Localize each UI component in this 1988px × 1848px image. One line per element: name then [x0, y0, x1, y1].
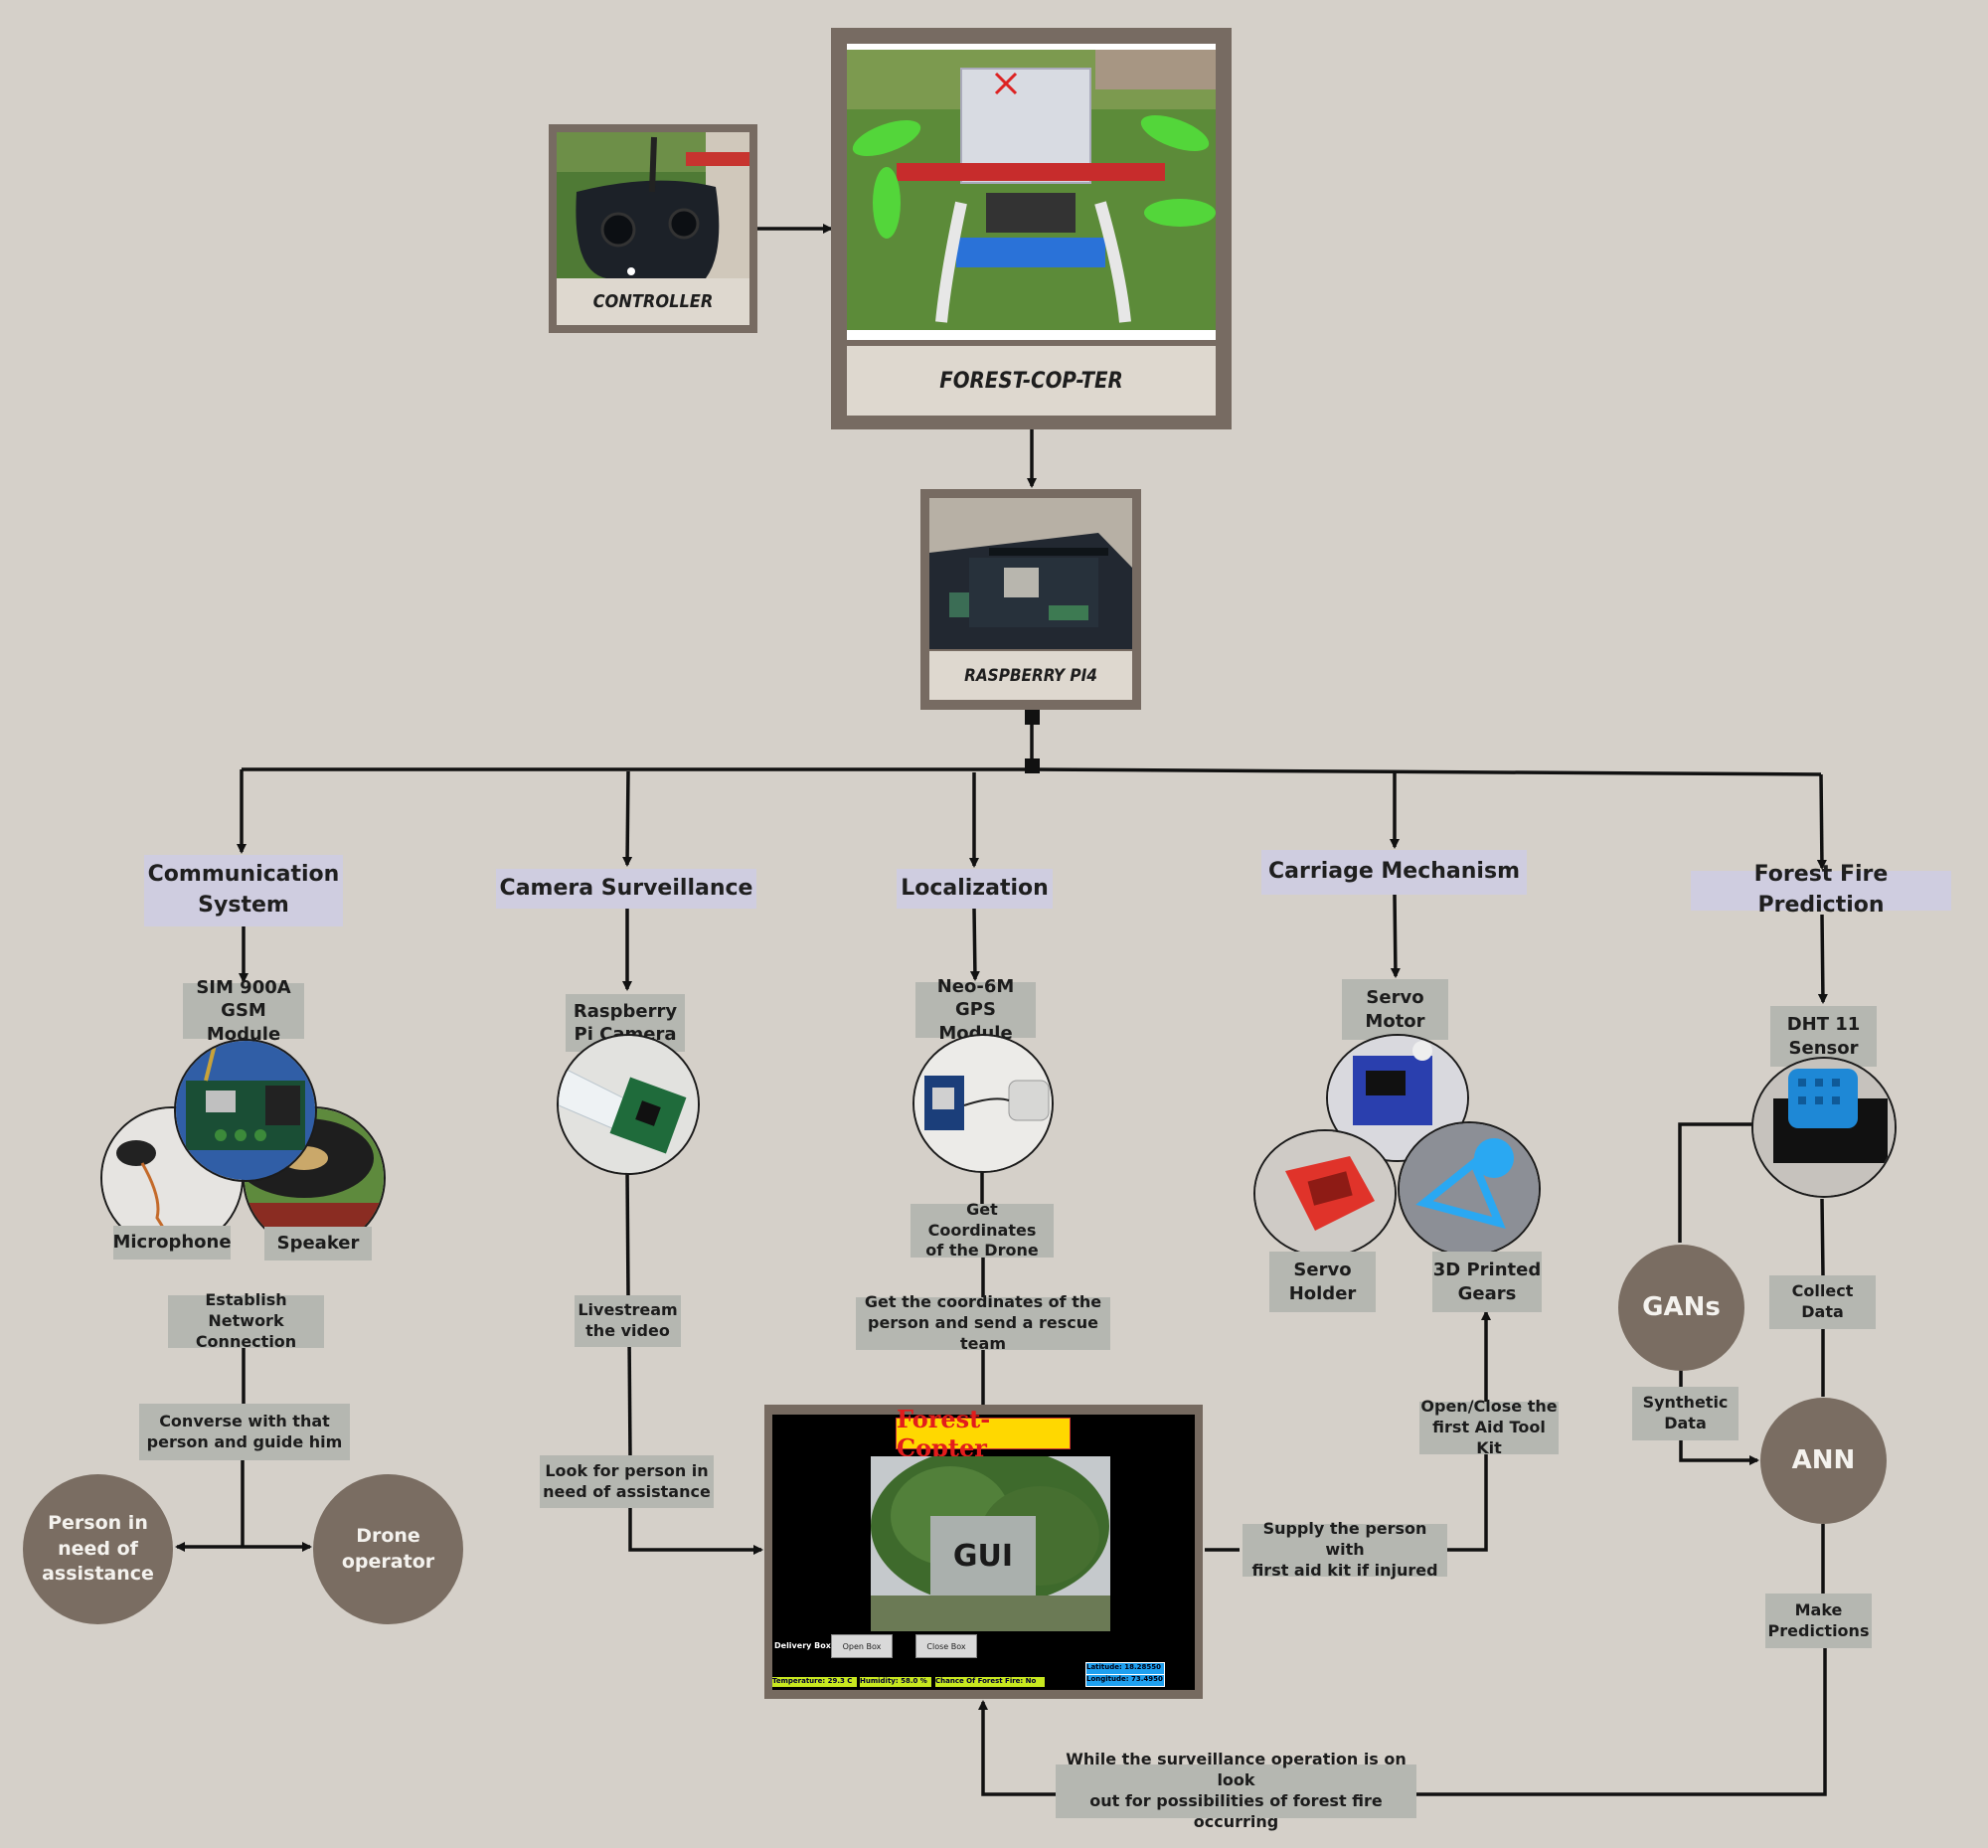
converse-label: Converse with that person and guide him — [139, 1404, 350, 1460]
longitude-readout: Longitude: 73.4950 — [1085, 1674, 1165, 1687]
controller-photo — [557, 132, 749, 278]
ann-circle: ANN — [1760, 1398, 1887, 1524]
microphone-label: Microphone — [112, 1226, 232, 1260]
speaker-label: Speaker — [264, 1227, 372, 1260]
drone-card: FOREST-COP-TER — [831, 28, 1232, 429]
establish-network-label: Establish Network Connection — [168, 1290, 324, 1351]
3d-printed-gears-label: 3D Printed Gears — [1432, 1252, 1542, 1312]
gui-screen: Forest-Copter GUI Delivery Box: Open Box… — [772, 1405, 1195, 1690]
drone-operator-circle: Drone operator — [313, 1474, 463, 1624]
gui-title: Forest-Copter — [896, 1405, 1071, 1462]
sim900a-photo — [174, 1039, 317, 1182]
raspberry-card: RASPBERRY PI4 — [920, 489, 1141, 710]
camera-icon — [559, 1036, 698, 1173]
gans-circle: GANs — [1618, 1245, 1744, 1371]
servo-holder-photo — [1253, 1129, 1397, 1258]
person-in-need-circle: Person in need of assistance — [23, 1474, 173, 1624]
raspberry-pi-icon — [929, 498, 1132, 649]
close-box-button[interactable]: Close Box — [915, 1634, 977, 1658]
surveillance-note-label: While the surveillance operation is on l… — [1056, 1750, 1416, 1831]
sim900a-label: SIM 900A GSM Module — [183, 977, 304, 1045]
junction-top — [1025, 710, 1040, 725]
raspberry-caption: RASPBERRY PI4 — [929, 651, 1132, 700]
synthetic-data-label: Synthetic Data — [1632, 1387, 1739, 1440]
module-localization: Localization — [897, 869, 1053, 909]
gps-module-photo — [912, 1034, 1054, 1173]
controller-caption: CONTROLLER — [557, 278, 749, 325]
pi-camera-photo — [557, 1034, 700, 1175]
gui-window: Forest-Copter GUI Delivery Box: Open Box… — [764, 1405, 1203, 1699]
module-carriage-mechanism: Carriage Mechanism — [1261, 850, 1527, 895]
drone-icon — [847, 50, 1216, 340]
controller-icon — [557, 132, 749, 278]
servo-holder-icon — [1255, 1131, 1395, 1256]
drone-photo — [847, 44, 1216, 340]
temperature-readout: Temperature: 29.3 C — [772, 1677, 857, 1687]
fire-chance-readout: Chance Of Forest Fire: No — [935, 1677, 1045, 1687]
gps-module-label: Neo-6M GPS Module — [915, 976, 1036, 1044]
gui-label: GUI — [930, 1516, 1036, 1596]
get-coordinates-label: Get Coordinates of the Drone — [911, 1200, 1054, 1260]
make-predictions-label: Make Predictions — [1765, 1594, 1872, 1648]
collect-data-label: Collect Data — [1769, 1275, 1876, 1329]
module-communication-system: Communication System — [144, 855, 343, 926]
module-forest-fire-prediction: Forest Fire Prediction — [1691, 862, 1951, 918]
controller-card: CONTROLLER — [549, 124, 757, 333]
servo-motor-label: Servo Motor — [1342, 979, 1448, 1040]
supply-first-aid-label: Supply the person with first aid kit if … — [1242, 1519, 1447, 1580]
drone-caption: FOREST-COP-TER — [847, 346, 1216, 416]
look-for-person-label: Look for person in need of assistance — [540, 1455, 714, 1508]
module-camera-surveillance: Camera Surveillance — [496, 869, 756, 909]
gears-icon — [1400, 1123, 1539, 1255]
dht11-sensor-label: DHT 11 Sensor — [1770, 1006, 1877, 1067]
gps-icon — [914, 1036, 1052, 1171]
gsm-module-icon — [176, 1041, 315, 1180]
open-box-button[interactable]: Open Box — [831, 1634, 893, 1658]
junction-bus — [1025, 758, 1040, 773]
servo-holder-label: Servo Holder — [1269, 1252, 1376, 1312]
livestream-label: Livestream the video — [575, 1295, 681, 1347]
delivery-box-label: Delivery Box: — [774, 1641, 835, 1650]
sensor-icon — [1753, 1059, 1895, 1196]
open-close-kit-label: Open/Close the first Aid Tool Kit — [1419, 1397, 1559, 1457]
humidity-readout: Humidity: 58.0 % — [860, 1677, 931, 1687]
raspberry-photo — [929, 498, 1132, 649]
send-rescue-team-label: Get the coordinates of the person and se… — [856, 1292, 1110, 1353]
dht11-sensor-photo — [1751, 1057, 1897, 1198]
3d-printed-gears-photo — [1398, 1121, 1541, 1257]
